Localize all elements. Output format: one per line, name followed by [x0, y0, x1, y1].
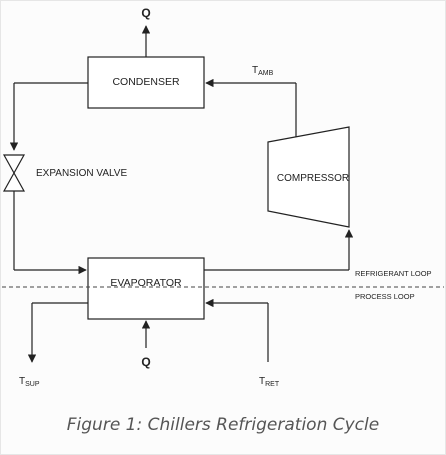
expansion-valve-symbol [2, 154, 26, 192]
t-ret-label: TRET [259, 376, 280, 388]
process-loop-label: PROCESS LOOP [355, 292, 415, 301]
evaporator-label: EVAPORATOR [110, 277, 182, 289]
evaporator-box [87, 257, 205, 320]
heat-in-label: Q [141, 355, 150, 369]
compressor-symbol [267, 126, 350, 228]
condenser-label: CONDENSER [112, 76, 180, 88]
condenser-box [87, 56, 205, 109]
figure-caption: Figure 1: Chillers Refrigeration Cycle [67, 415, 379, 435]
t-sup-label: TSUP [19, 376, 40, 388]
compressor-label: COMPRESSOR [277, 173, 349, 184]
refrigerant-loop-label: REFRIGERANT LOOP [355, 269, 432, 278]
heat-out-label: Q [141, 6, 150, 20]
t-amb-label: TAMB [252, 65, 274, 77]
expansion-valve-label: EXPANSION VALVE [36, 168, 127, 179]
